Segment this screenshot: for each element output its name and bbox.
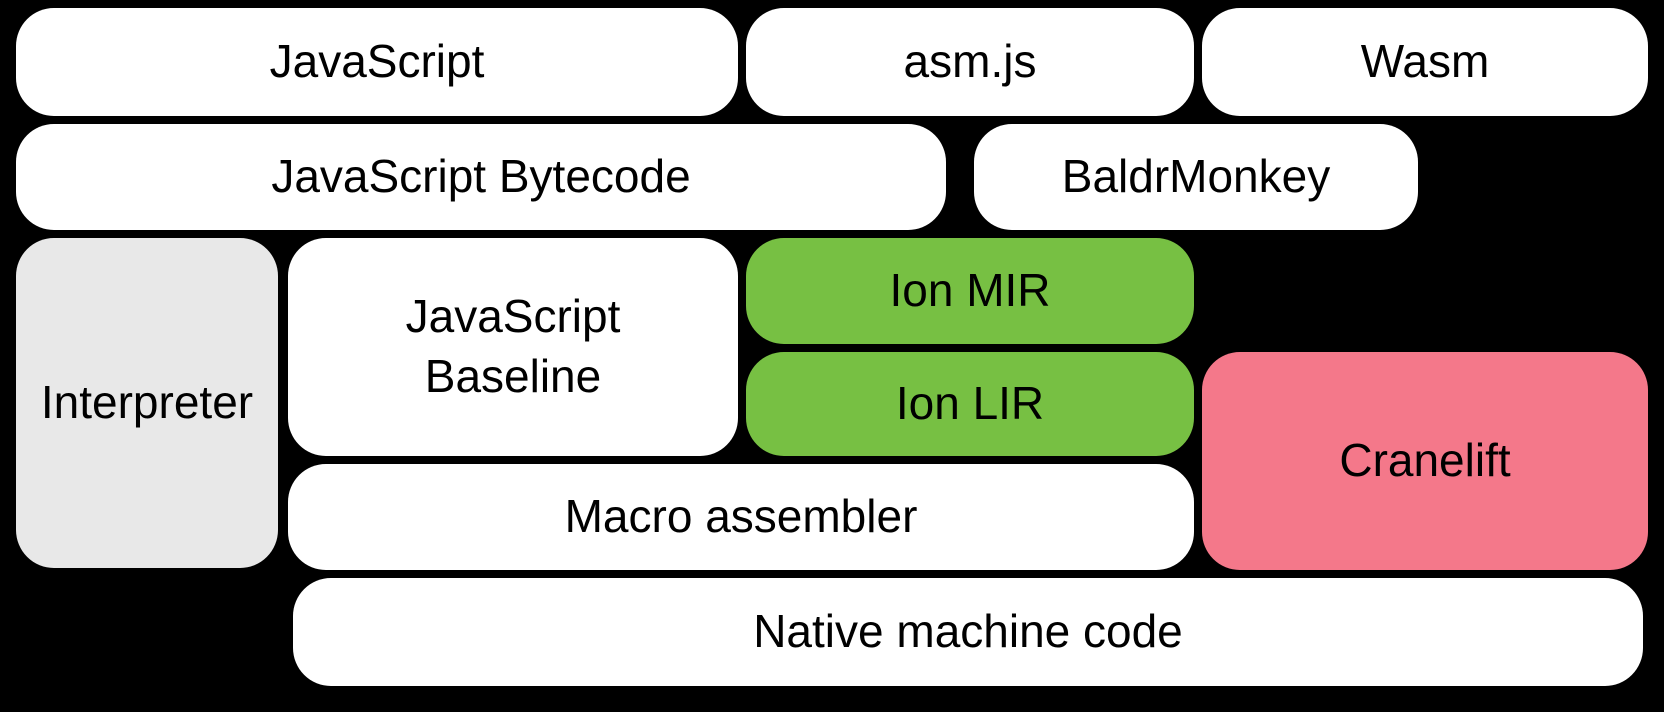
javascript-baseline-label-line2: Baseline <box>424 350 602 402</box>
interpreter-label: Interpreter <box>40 376 254 429</box>
javascript-label: JavaScript <box>269 35 485 88</box>
asmjs-label: asm.js <box>903 35 1037 88</box>
javascript-box: JavaScript <box>16 8 738 116</box>
cranelift-box: Cranelift <box>1202 352 1648 570</box>
wasm-label: Wasm <box>1360 35 1490 88</box>
javascript-bytecode-label: JavaScript Bytecode <box>271 150 691 203</box>
baldrmonkey-box: BaldrMonkey <box>974 124 1418 230</box>
cranelift-label: Cranelift <box>1339 434 1511 487</box>
ion-lir-box: Ion LIR <box>746 352 1194 456</box>
wasm-box: Wasm <box>1202 8 1648 116</box>
javascript-baseline-label-line1: JavaScript <box>405 290 621 343</box>
ion-mir-box: Ion MIR <box>746 238 1194 344</box>
native-machine-code-label: Native machine code <box>753 605 1183 658</box>
ion-lir-label: Ion LIR <box>895 377 1045 430</box>
baldrmonkey-label: BaldrMonkey <box>1061 150 1331 203</box>
interpreter-box: Interpreter <box>16 238 278 568</box>
asmjs-box: asm.js <box>746 8 1194 116</box>
native-machine-code-box: Native machine code <box>293 578 1643 686</box>
macro-assembler-box: Macro assembler <box>288 464 1194 570</box>
javascript-baseline-box: JavaScript Baseline <box>288 238 738 456</box>
javascript-bytecode-box: JavaScript Bytecode <box>16 124 946 230</box>
macro-assembler-label: Macro assembler <box>564 490 918 543</box>
ion-mir-label: Ion MIR <box>889 264 1051 317</box>
